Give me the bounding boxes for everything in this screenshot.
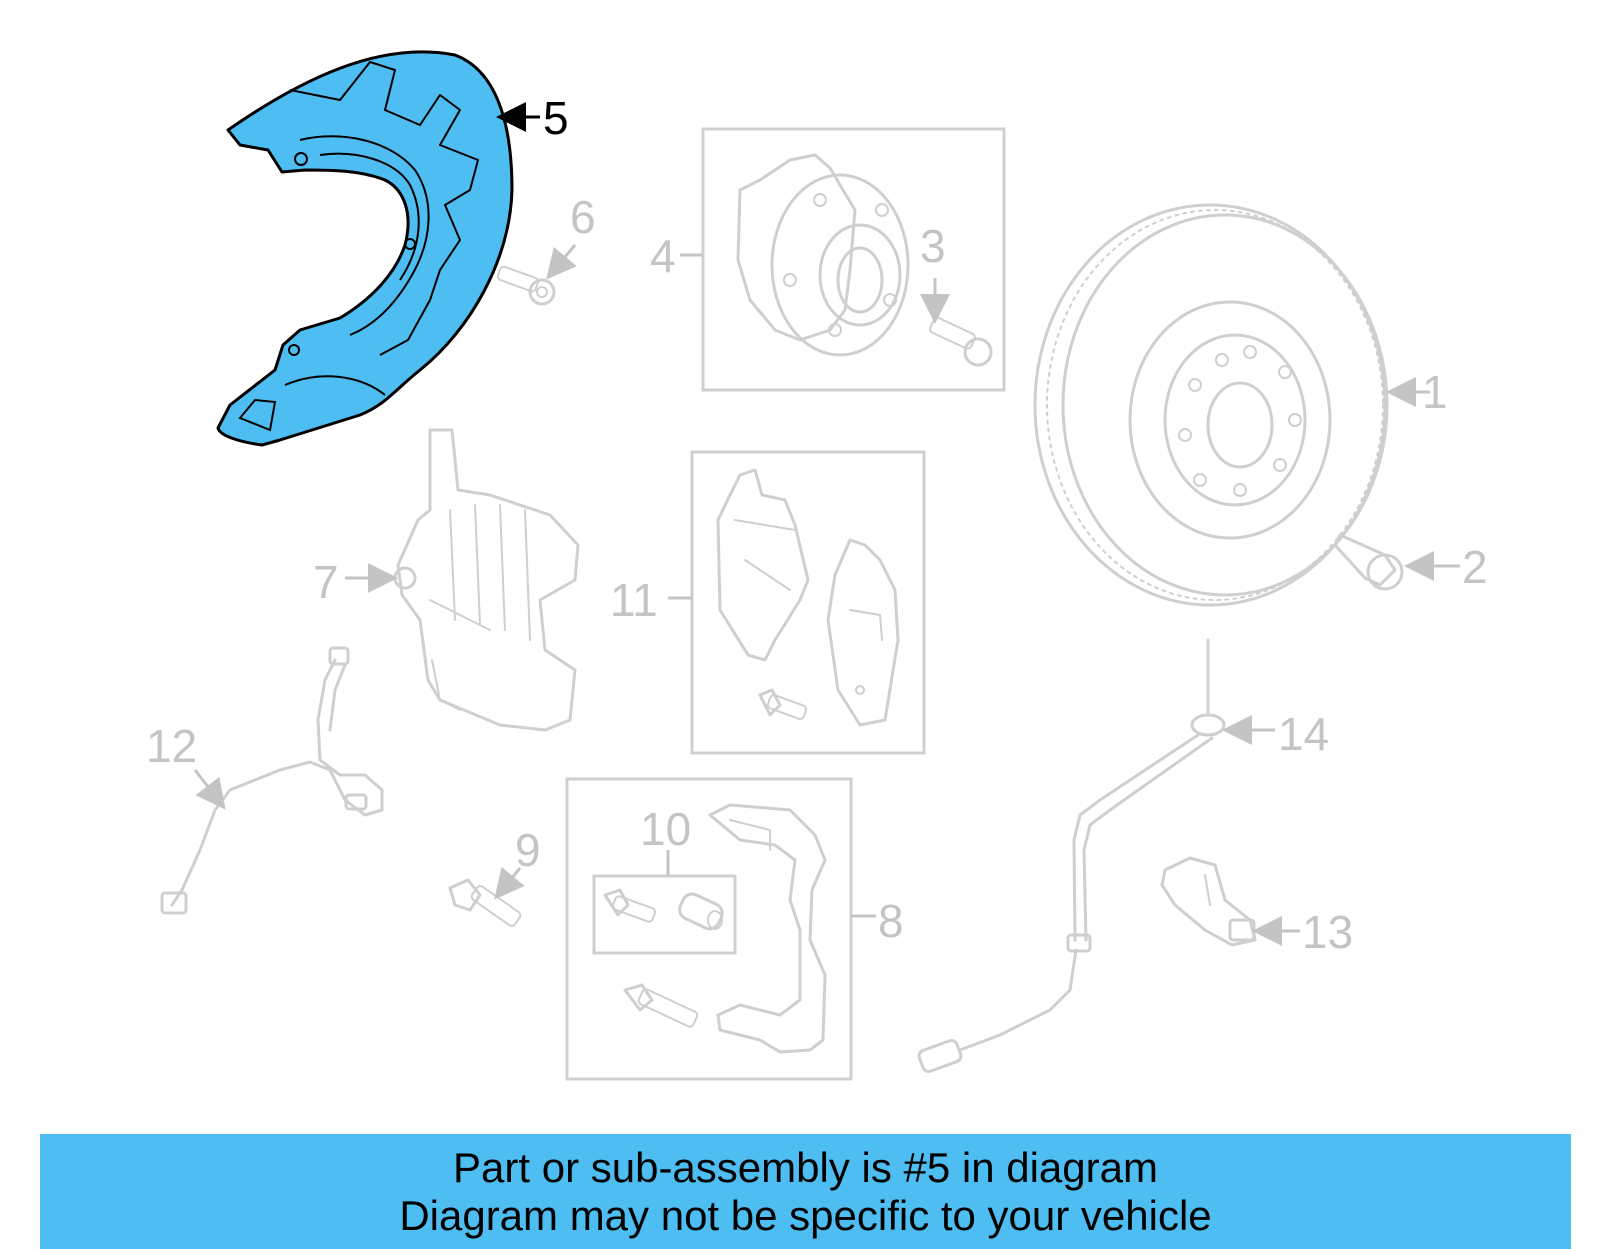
guide-pin-kit-part-10 xyxy=(603,888,724,931)
brake-caliper-part-7 xyxy=(393,428,580,732)
callout-12: 12 xyxy=(146,720,197,772)
callout-11: 11 xyxy=(610,574,658,626)
hub-bolt-part-3 xyxy=(928,316,993,367)
guide-pin-kit-box xyxy=(592,874,737,955)
abs-sensor-wire-part-14 xyxy=(917,638,1226,1073)
callout-6: 6 xyxy=(570,191,596,243)
callout-8: 8 xyxy=(878,895,904,947)
banner-line-1: Part or sub-assembly is #5 in diagram xyxy=(453,1144,1158,1191)
bolt-part-6 xyxy=(496,265,556,306)
callout-7: 7 xyxy=(313,556,339,608)
callout-3: 3 xyxy=(920,220,946,272)
brake-pads-part-11 xyxy=(716,468,900,727)
callout-2: 2 xyxy=(1462,541,1488,593)
callout-9: 9 xyxy=(515,824,541,876)
brake-hose-part-12 xyxy=(160,646,384,915)
wheel-speed-sensor-part-13 xyxy=(1160,856,1257,947)
info-banner: Part or sub-assembly is #5 in diagram Di… xyxy=(40,1134,1571,1249)
brake-pads-box xyxy=(690,450,926,755)
callout-13: 13 xyxy=(1302,906,1353,958)
bolt-part-9 xyxy=(448,878,522,927)
caliper-bracket-part-8 xyxy=(623,803,827,1054)
callout-1: 1 xyxy=(1422,366,1448,418)
hub-assembly-box xyxy=(701,127,1006,392)
rotor-screw-part-2 xyxy=(1333,533,1404,591)
wheel-hub-part-4 xyxy=(736,153,910,357)
parts-diagram: 5 6 4 3 xyxy=(146,50,1488,1081)
callout-5: 5 xyxy=(543,92,569,144)
callout-10: 10 xyxy=(640,803,691,855)
splash-shield-part-5[interactable] xyxy=(216,50,514,447)
banner-line-2: Diagram may not be specific to your vehi… xyxy=(399,1192,1212,1239)
caliper-bracket-box xyxy=(565,777,853,1081)
brake-rotor-part-1 xyxy=(1033,203,1389,607)
callout-14: 14 xyxy=(1278,708,1329,760)
callout-4: 4 xyxy=(650,230,676,282)
